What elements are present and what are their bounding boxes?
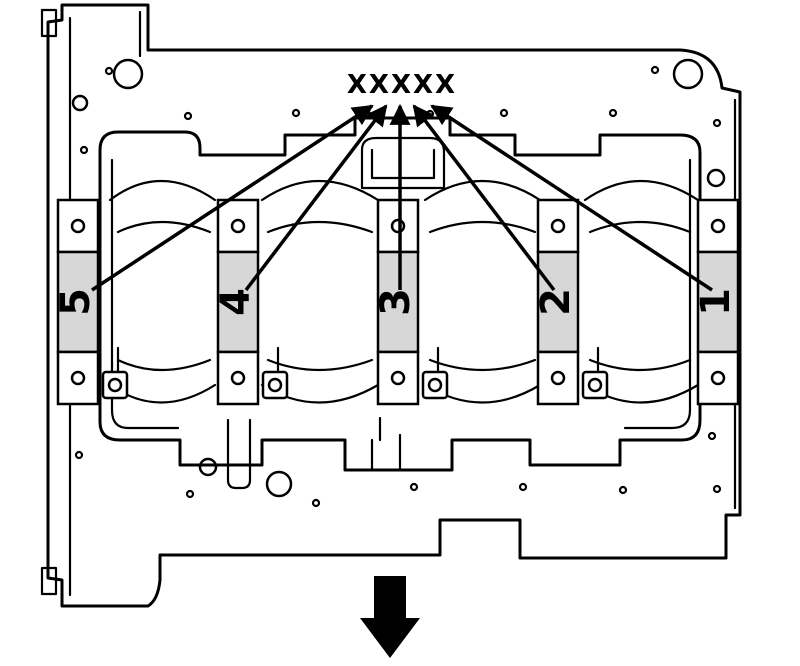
crankcase-recess <box>98 116 702 472</box>
bolt-hole <box>265 470 293 498</box>
bolt-hole <box>71 94 89 112</box>
bearing-number-labels: 5 4 3 2 1 <box>53 288 739 316</box>
bearing-number-2: 2 <box>533 288 579 316</box>
bearing-caps <box>56 198 740 406</box>
bolt-hole <box>706 168 726 188</box>
left-tab-top <box>40 8 58 38</box>
recess-inner-edge <box>110 158 692 430</box>
block-outline <box>46 3 742 608</box>
pointer-arrows <box>91 103 713 292</box>
oil-jets <box>101 346 609 400</box>
bolt-hole <box>198 457 218 477</box>
marking-code-label: XXXXX <box>347 70 457 100</box>
dowel-hole-top-left <box>112 58 144 90</box>
bearing-number-4: 4 <box>213 288 259 316</box>
bearing-number-5: 5 <box>53 288 99 316</box>
bearing-number-3: 3 <box>373 288 419 316</box>
bottom-center-tab <box>370 416 402 472</box>
front-direction-arrow <box>360 576 420 658</box>
bottom-left-slot <box>226 418 252 490</box>
bearing-number-1: 1 <box>693 288 739 316</box>
oil-gallery <box>360 136 446 190</box>
dowel-hole-top-right <box>672 58 704 90</box>
left-tab-bottom <box>40 566 58 596</box>
